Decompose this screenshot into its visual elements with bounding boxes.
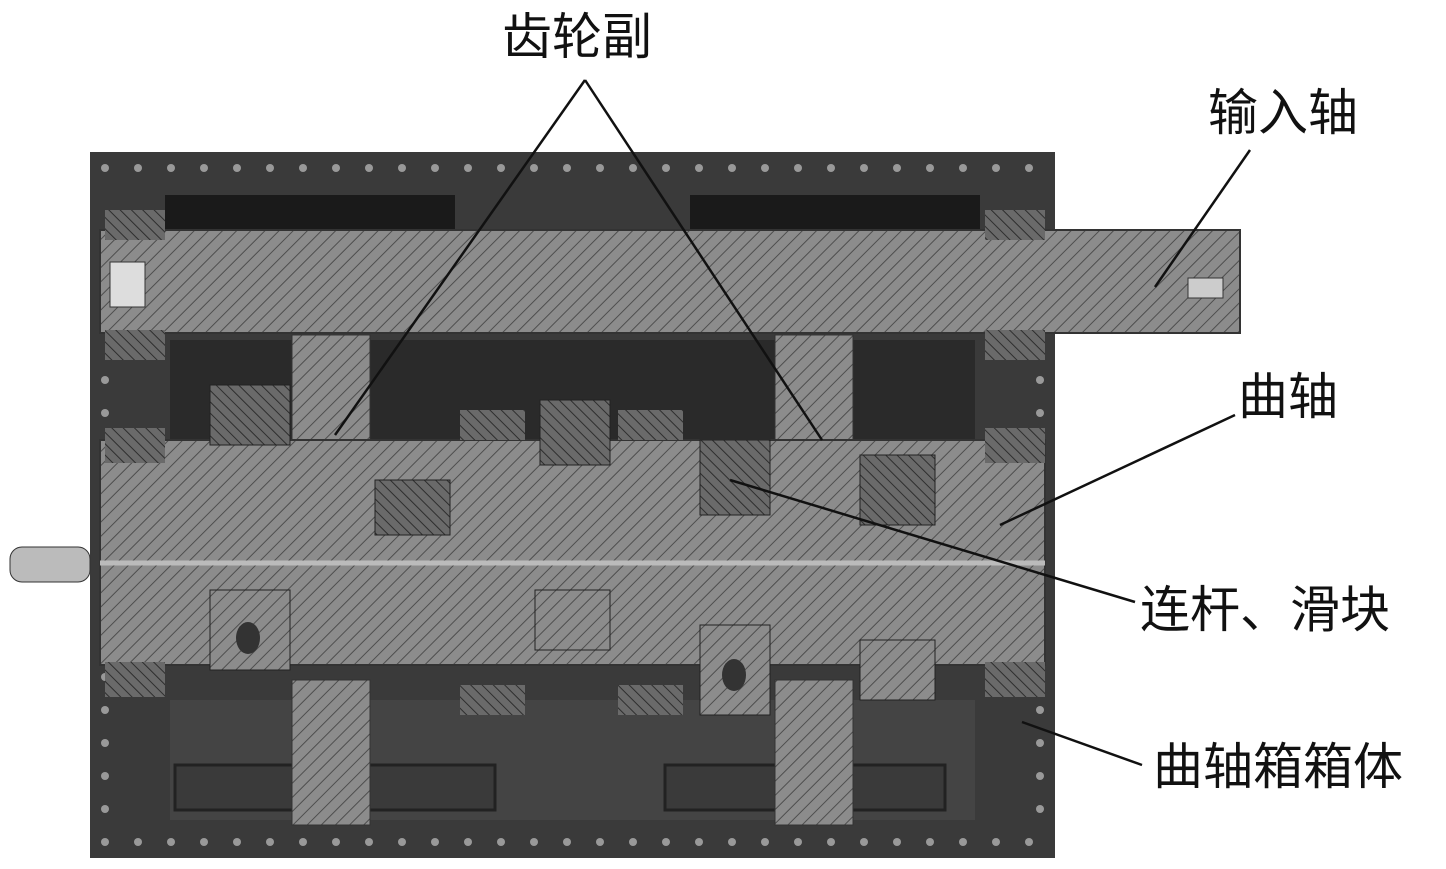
- bolt-hole: [596, 164, 604, 172]
- bolt-hole: [695, 164, 703, 172]
- bolt-hole: [266, 164, 274, 172]
- bolt-hole: [728, 838, 736, 846]
- bolt-hole: [497, 164, 505, 172]
- bolt-hole: [1036, 739, 1044, 747]
- bolt-hole: [563, 838, 571, 846]
- bolt-hole: [596, 838, 604, 846]
- label-crankshaft: 曲轴: [1238, 368, 1338, 426]
- bolt-hole: [860, 838, 868, 846]
- bolt-hole: [926, 164, 934, 172]
- bolt-hole: [134, 838, 142, 846]
- bolt-hole: [827, 164, 835, 172]
- bolt-hole: [431, 838, 439, 846]
- bolt-hole: [200, 838, 208, 846]
- bolt-hole: [332, 838, 340, 846]
- bolt-hole: [629, 164, 637, 172]
- bolt-hole: [662, 838, 670, 846]
- bolt-hole: [101, 706, 109, 714]
- leader-crankshaft: [999, 413, 1236, 527]
- leader-lines: [333, 79, 1252, 767]
- bolt-hole: [1025, 838, 1033, 846]
- bolt-hole: [101, 805, 109, 813]
- bolt-hole: [860, 164, 868, 172]
- bolt-hole: [497, 838, 505, 846]
- bolt-hole: [893, 164, 901, 172]
- bolt-hole: [1036, 805, 1044, 813]
- bolt-hole: [101, 409, 109, 417]
- label-gear-pair: 齿轮副: [502, 8, 652, 66]
- bolt-hole: [101, 164, 109, 172]
- bolt-hole: [365, 838, 373, 846]
- bolt-hole: [431, 164, 439, 172]
- gear-pairs: [291, 334, 854, 826]
- bolt-hole: [728, 164, 736, 172]
- bolt-hole: [761, 164, 769, 172]
- bolt-hole: [1036, 376, 1044, 384]
- bolt-hole: [1036, 772, 1044, 780]
- bolt-hole: [794, 838, 802, 846]
- bolt-hole: [299, 164, 307, 172]
- bolt-hole: [398, 838, 406, 846]
- bolt-hole: [464, 164, 472, 172]
- bearings: [105, 210, 1045, 715]
- bolt-hole: [266, 838, 274, 846]
- bolt-hole: [101, 838, 109, 846]
- label-crankcase-body: 曲轴箱箱体: [1153, 738, 1403, 796]
- leader-crankcase-body: [1021, 720, 1143, 767]
- bolt-hole: [662, 164, 670, 172]
- bolt-hole: [365, 164, 373, 172]
- bolt-hole: [233, 164, 241, 172]
- bolt-hole: [1036, 706, 1044, 714]
- label-input-shaft: 输入轴: [1208, 84, 1358, 142]
- bolt-hole: [761, 838, 769, 846]
- bolt-hole: [563, 164, 571, 172]
- bolt-hole: [134, 164, 142, 172]
- bolt-hole: [101, 739, 109, 747]
- bolt-hole: [629, 838, 637, 846]
- bolt-hole: [233, 838, 241, 846]
- bolt-hole: [167, 164, 175, 172]
- bolt-hole: [992, 164, 1000, 172]
- bolt-hole: [959, 164, 967, 172]
- bolt-hole: [398, 164, 406, 172]
- leader-connecting-rod: [729, 478, 1136, 604]
- bolt-hole: [1025, 164, 1033, 172]
- label-connecting-rod-slider: 连杆、滑块: [1140, 581, 1390, 639]
- bolt-hole: [299, 838, 307, 846]
- bolt-hole: [893, 838, 901, 846]
- bolt-hole: [332, 164, 340, 172]
- input-shaft-section: [99, 229, 1241, 334]
- bolt-hole: [695, 838, 703, 846]
- connecting-rods-sliders: [209, 384, 936, 716]
- bolt-hole: [530, 838, 538, 846]
- leader-gear-pair-left: [333, 79, 587, 436]
- bolt-hole: [926, 838, 934, 846]
- bolt-hole: [200, 164, 208, 172]
- bolt-hole: [101, 772, 109, 780]
- bolt-hole: [992, 838, 1000, 846]
- bolt-hole: [530, 164, 538, 172]
- bolt-hole: [794, 164, 802, 172]
- bolt-hole: [101, 376, 109, 384]
- bolt-hole: [827, 838, 835, 846]
- bolt-hole: [1036, 409, 1044, 417]
- bolt-hole: [959, 838, 967, 846]
- bolt-hole: [464, 838, 472, 846]
- bolt-hole: [167, 838, 175, 846]
- leader-input-shaft: [1153, 149, 1252, 288]
- leader-gear-pair-right: [583, 79, 824, 441]
